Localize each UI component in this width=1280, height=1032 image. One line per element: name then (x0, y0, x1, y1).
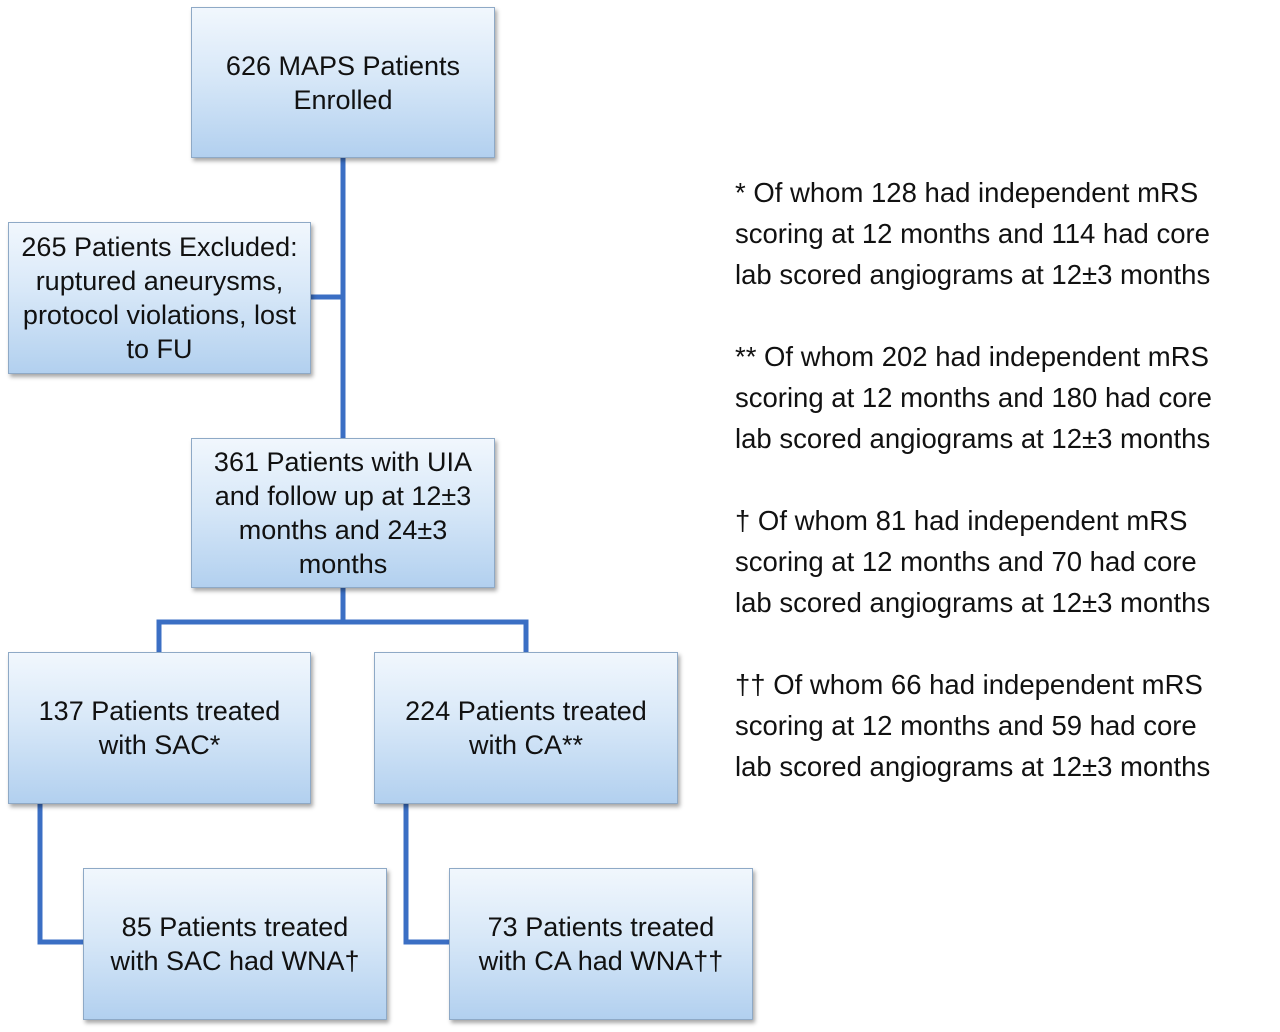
ca-text: 224 Patients treated with CA** (405, 696, 647, 760)
ca-box: 224 Patients treated with CA** (374, 652, 678, 804)
excluded-box: 265 Patients Excluded: ruptured aneurysm… (8, 222, 311, 374)
sac-box: 137 Patients treated with SAC* (8, 652, 311, 804)
connector-ca-to-wna (403, 801, 452, 945)
footnote-sac-wna: † Of whom 81 had independent mRS scoring… (735, 505, 1211, 618)
footnote-ca-wna: †† Of whom 66 had independent mRS scorin… (735, 669, 1211, 782)
sac-wna-box: 85 Patients treated with SAC had WNA† (83, 868, 387, 1020)
ca-wna-box: 73 Patients treated with CA had WNA†† (449, 868, 753, 1020)
excluded-text: 265 Patients Excluded: ruptured aneurysm… (21, 232, 298, 364)
sac-text: 137 Patients treated with SAC* (38, 696, 281, 760)
connector-sac-to-wna (37, 801, 86, 945)
footnote-ca: ** Of whom 202 had independent mRS scori… (735, 341, 1212, 454)
followup-box: 361 Patients with UIA and follow up at 1… (191, 438, 495, 588)
ca-wna-text: 73 Patients treated with CA had WNA†† (478, 912, 724, 976)
footnotes: * Of whom 128 had independent mRS scorin… (735, 172, 1280, 828)
followup-text: 361 Patients with UIA and follow up at 1… (213, 447, 473, 579)
enrolled-text: 626 MAPS Patients Enrolled (225, 50, 461, 115)
footnote-sac: * Of whom 128 had independent mRS scorin… (735, 177, 1211, 290)
sac-wna-text: 85 Patients treated with SAC had WNA† (110, 912, 360, 976)
enrolled-box: 626 MAPS Patients Enrolled (191, 7, 495, 158)
